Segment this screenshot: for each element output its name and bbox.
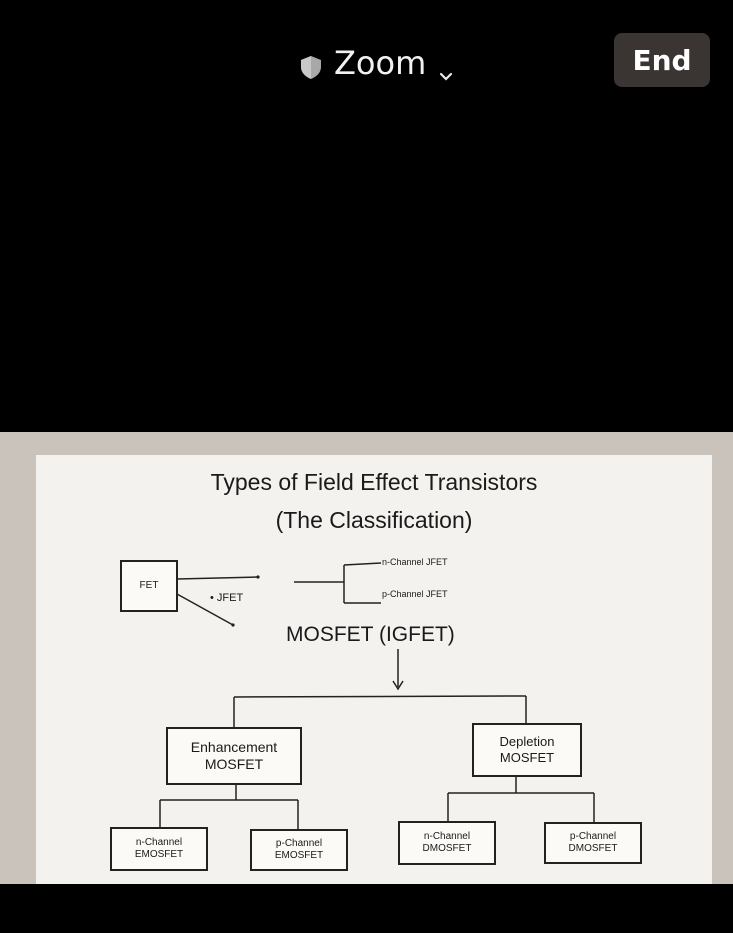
enhancement-line1: Enhancement [190,739,278,756]
p-channel-emosfet-box: p-Channel EMOSFET [250,829,348,871]
depletion-mosfet-box: Depletion MOSFET [472,723,582,777]
p-channel-dmosfet-box: p-Channel DMOSFET [544,822,642,864]
slide-connectors [159,562,595,829]
n-channel-emosfet-box: n-Channel EMOSFET [110,827,208,871]
n-dmosfet-line2: DMOSFET [422,843,472,854]
enhancement-line2: MOSFET [204,756,264,772]
meeting-info-dropdown[interactable]: Zoom [298,38,454,88]
depletion-line2: MOSFET [499,750,555,765]
fet-box: FET [120,560,178,612]
n-dmosfet-line1: n-Channel [423,831,471,842]
shield-icon [298,50,324,79]
n-channel-jfet-label: n-Channel JFET [382,557,448,567]
n-channel-dmosfet-box: n-Channel DMOSFET [398,821,496,865]
n-emosfet-line1: n-Channel [135,837,183,848]
fet-label: FET [139,580,159,591]
meeting-title: Zoom [334,44,427,82]
slide-subtitle: (The Classification) [275,507,473,533]
slide-title: Types of Field Effect Transistors [210,469,538,495]
top-bar: Zoom End [0,0,733,110]
chevron-down-icon [438,55,454,81]
p-emosfet-line1: p-Channel [275,838,323,849]
n-emosfet-line2: EMOSFET [134,849,184,860]
p-emosfet-line2: EMOSFET [274,850,324,861]
mosfet-igfet-label: MOSFET (IGFET) [286,623,455,646]
jfet-label: • JFET [210,592,244,604]
bottom-bar [0,884,733,933]
end-meeting-button[interactable]: End [614,33,710,87]
shared-slide: Types of Field Effect Transistors (The C… [36,455,712,885]
enhancement-mosfet-box: Enhancement MOSFET [166,727,302,785]
depletion-line1: Depletion [499,734,555,750]
p-dmosfet-line2: DMOSFET [568,843,618,854]
p-dmosfet-line1: p-Channel [569,831,617,842]
p-channel-jfet-label: p-Channel JFET [382,589,448,599]
